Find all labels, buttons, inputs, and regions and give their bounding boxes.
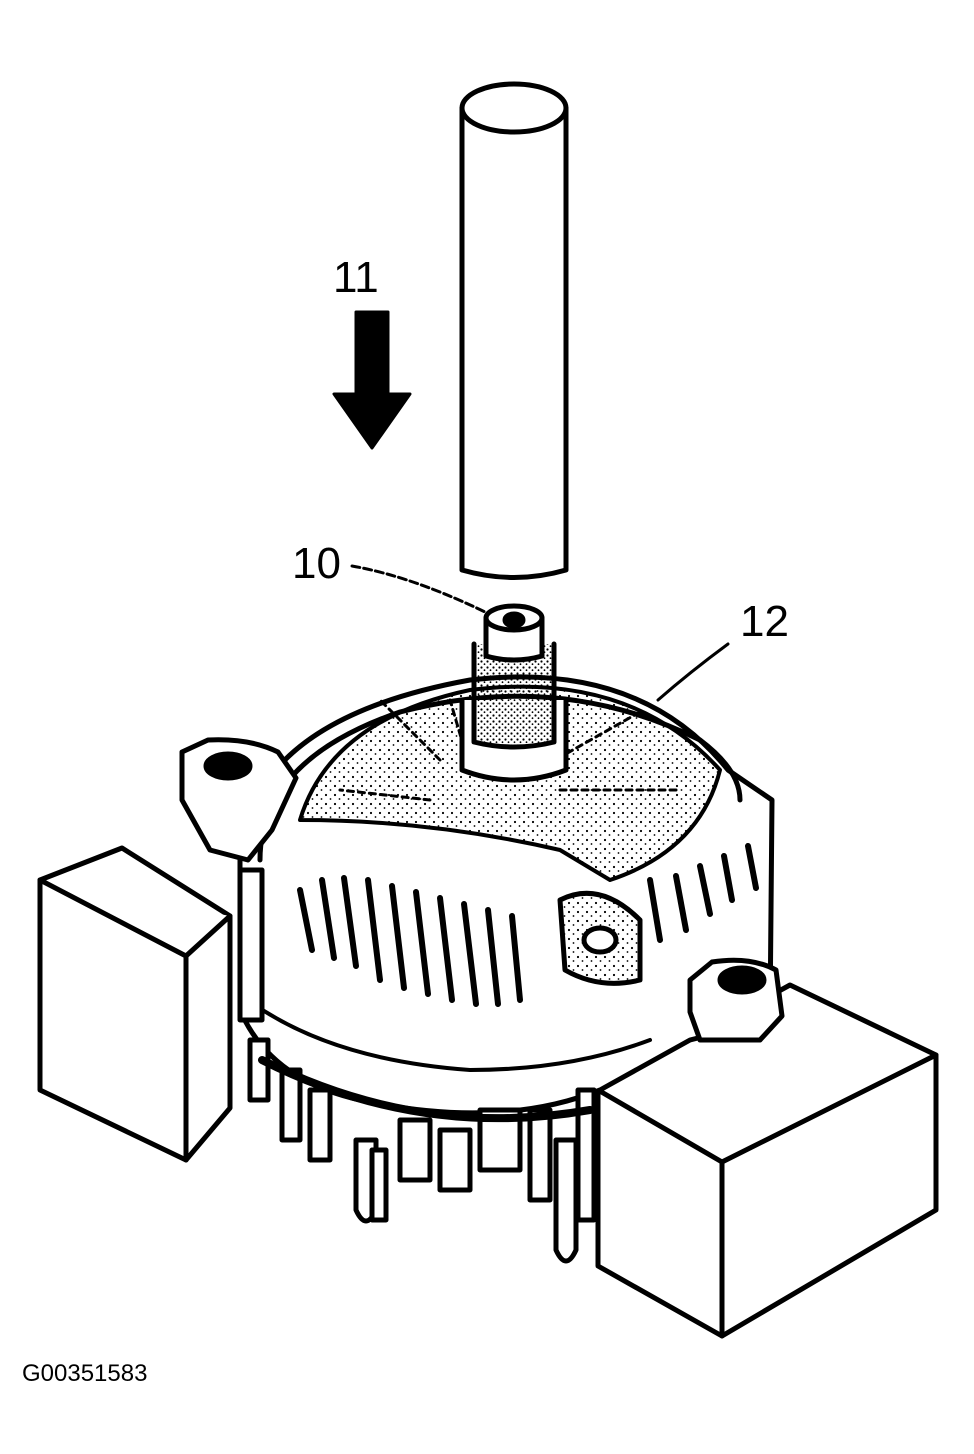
- callout-label-10: 10: [292, 539, 341, 588]
- leader-line-shaft: [350, 564, 507, 624]
- down-arrow-icon: [332, 310, 412, 450]
- figure-id: G00351583: [22, 1360, 148, 1387]
- housing-body: [179, 674, 785, 1116]
- left-mounting-block: [37, 845, 233, 1163]
- switch-shaft: [459, 603, 569, 783]
- callout-label-11: 11: [333, 253, 379, 302]
- leader-line-housing: [656, 642, 730, 702]
- right-mounting-block: [595, 982, 939, 1339]
- callout-label-12: 12: [740, 597, 789, 646]
- terminal-pins: [247, 1037, 597, 1264]
- installer-tool-cylinder: [459, 81, 569, 580]
